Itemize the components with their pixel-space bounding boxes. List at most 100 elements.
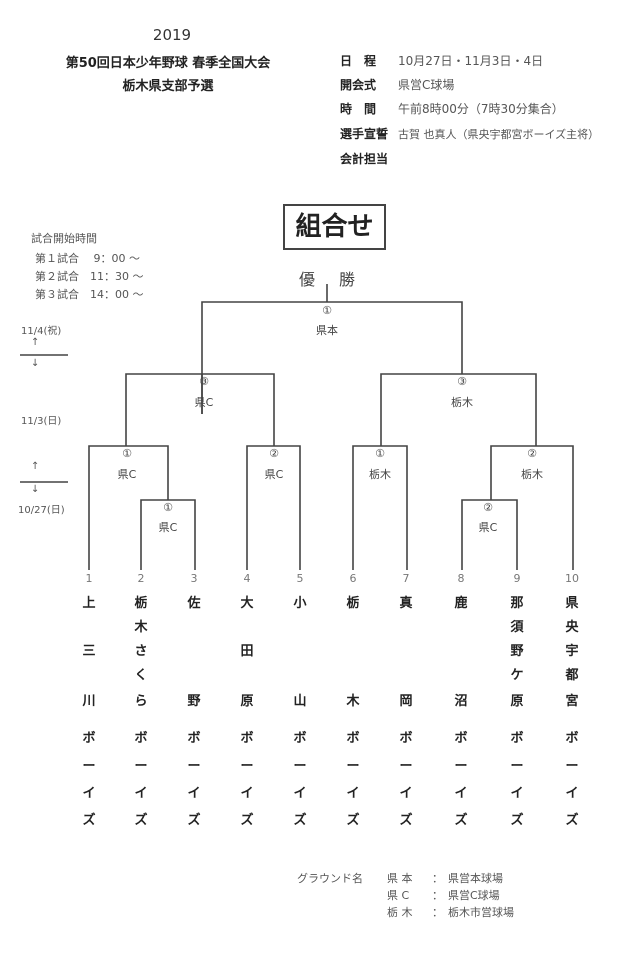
match-venue: 栃木 [451,396,473,409]
tournament-title: 第50回日本少年野球 春季全国大会 [65,56,271,71]
team-name-char: イ [187,786,201,801]
team-name-char: ズ [293,813,307,828]
team-name-char: 原 [510,694,524,709]
info-label: 会計担当 [340,152,389,166]
team-number: 10 [565,572,579,585]
team-name-char: 真 [399,596,413,611]
team-name-char: ー [134,759,148,774]
team-name-char: ー [454,759,468,774]
team-name-char: 原 [240,694,254,709]
team-name-char: 那 [510,596,524,611]
team-name-char: 岡 [399,694,413,709]
team-name-char: 須 [510,620,524,635]
ground-abbr: 栃 木 [387,906,413,919]
team-name-char: ボ [454,731,468,746]
date-final: 11/4(祝) [21,326,62,337]
team-name-char: ズ [454,813,468,828]
team-name-char: 川 [82,694,96,709]
team-name-char: ー [510,759,524,774]
team-number: 6 [349,572,357,585]
match-venue: 栃木 [369,468,391,481]
ground-sep: ： [432,872,443,885]
info-row-schedule: 日 程 10月27日・11月3日・4日 [340,52,543,69]
team-name-char: ボ [82,731,96,746]
team-name-char: 央 [565,620,579,635]
info-label: 日 程 [340,54,377,68]
match-number: ② [527,447,537,460]
team-name-char: ボ [187,731,201,746]
team-name-char: 田 [240,644,254,659]
match-number: ① [163,501,173,514]
team-name-char: ー [240,759,254,774]
match-number: ② [483,501,493,514]
team-name-char: イ [454,786,468,801]
ground-sep: ： [432,906,443,919]
team-number: 1 [85,572,93,585]
schedule-heading: 試合開始時間 [31,232,97,245]
info-value: 10月27日・11月3日・4日 [398,54,544,68]
team-name-char: ズ [399,813,413,828]
info-value: 古賀 也真人（県央宇都宮ボーイズ主将） [398,128,600,141]
team-name-char: 野 [510,644,524,659]
team-name-char: ー [187,759,201,774]
schedule-row: 第３試合 14：00 ～ [35,288,144,301]
match-venue: 県C [264,468,284,481]
team-name-char: イ [82,786,96,801]
info-row-opening: 開会式県営C球場 [340,76,454,93]
page-title: 組合せ [283,204,386,250]
info-row-accounting: 会計担当 [340,150,398,167]
team-name-char: ズ [187,813,201,828]
team-name-char: イ [134,786,148,801]
match-venue: 県C [478,521,498,534]
ground-abbr: 県 本 [387,872,413,885]
team-name-char: 三 [82,644,96,659]
team-name-char: イ [510,786,524,801]
ground-abbr: 県 C [387,889,410,902]
info-value: 午前8時00分（7時30分集合） [398,102,564,116]
team-name-char: 木 [346,694,360,709]
info-label: 選手宣誓 [340,127,389,141]
team-name-char: 佐 [187,596,201,611]
team-number: 2 [137,572,145,585]
team-name-char: 山 [293,694,307,709]
team-number: 3 [190,572,198,585]
date-semi: 11/3(日) [21,416,62,427]
team-number: 4 [243,572,251,585]
ground-name: 県営C球場 [448,889,500,902]
tournament-subtitle: 栃木県支部予選 [122,79,214,94]
team-name-char: 県 [565,596,579,611]
team-name-char: 宮 [565,694,579,709]
team-name-char: ボ [346,731,360,746]
team-name-char: ズ [565,813,579,828]
match-number: ① [375,447,385,460]
date-first: 10/27(日) [18,505,65,516]
match-venue: 県C [194,396,214,409]
team-name-char: ー [565,759,579,774]
arrow-down-icon: ↓ [31,358,40,369]
team-name-char: ー [399,759,413,774]
team-name-char: ズ [510,813,524,828]
team-name-char: さ [134,644,148,659]
team-name-char: ボ [134,731,148,746]
ground-name: 栃木市営球場 [448,906,514,919]
team-name-char: イ [293,786,307,801]
team-number: 5 [296,572,304,585]
team-name-char: 木 [134,620,148,635]
match-venue: 県本 [316,324,338,337]
team-name-char: 宇 [565,644,579,659]
team-name-char: ボ [293,731,307,746]
team-name-char: 栃 [346,596,360,611]
team-number: 9 [513,572,521,585]
team-name-char: イ [399,786,413,801]
team-name-char: ボ [565,731,579,746]
match-number: ③ [457,375,467,388]
info-row-oath: 選手宣誓古賀 也真人（県央宇都宮ボーイズ主将） [340,125,599,142]
team-name-char: ズ [346,813,360,828]
info-row-time: 時 間午前8時00分（7時30分集合） [340,100,564,117]
info-value: 県営C球場 [398,78,455,92]
team-name-char: ー [346,759,360,774]
team-name-char: 鹿 [454,596,468,611]
champion-label: 優勝 [298,270,380,289]
team-name-char: 上 [82,596,96,611]
